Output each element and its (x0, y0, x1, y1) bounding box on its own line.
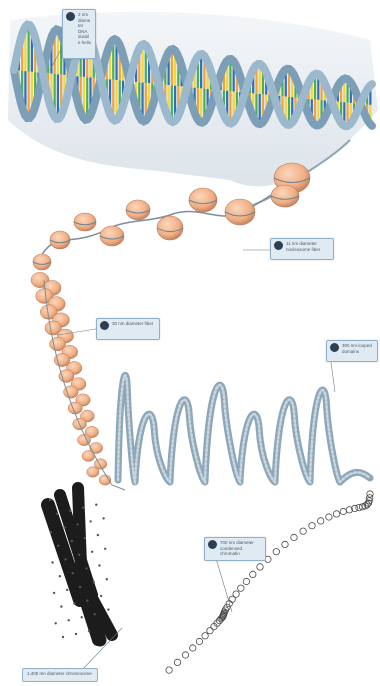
chromosome-texture (82, 507, 84, 509)
nucleosome (100, 226, 124, 246)
chromatin-coil (340, 508, 346, 514)
chromosome-texture (66, 589, 68, 591)
number-badge (274, 241, 283, 250)
nucleosome (33, 254, 51, 270)
chromosome-texture (86, 599, 88, 601)
chromosome-texture (79, 586, 81, 588)
callout-text: 2 nm diameter DNA double helix (78, 12, 91, 45)
chromatin-coil (300, 528, 306, 534)
chromatin-coil (166, 667, 172, 673)
chromosome-texture (94, 613, 96, 615)
chromatin-coil (257, 564, 263, 570)
looped-domains (118, 375, 370, 482)
condensed-chromatin (166, 491, 373, 674)
chromosome-texture (98, 564, 100, 566)
chromosome-texture (102, 517, 104, 519)
nucleosome (189, 188, 217, 212)
callout-nucleosome-fiber: 11 nm diameter nucleosome fiber (270, 238, 334, 260)
chromatin-coil (238, 585, 244, 591)
number-badge (208, 540, 217, 549)
chromosome-texture (88, 630, 90, 632)
chromatin-coil (250, 571, 256, 577)
chromosome-texture (64, 558, 66, 560)
chromosome-texture (50, 531, 52, 533)
nucleosome (271, 185, 299, 207)
chromatin-coil (174, 659, 180, 665)
chromatin-coil (190, 645, 196, 651)
nucleosome (225, 199, 255, 225)
chromatin-coil (282, 541, 288, 547)
chromosome-texture (106, 578, 108, 580)
callout-dna-helix: 2 nm diameter DNA double helix (62, 9, 96, 59)
chromatin-coil (226, 601, 232, 607)
chromatin-coil (333, 511, 339, 517)
chromosome-texture (95, 504, 97, 506)
chromatin-coil (182, 652, 188, 658)
chromosome-texture (100, 595, 102, 597)
chromatin-coil (207, 628, 213, 634)
chromosome-texture (91, 551, 93, 553)
number-badge (330, 343, 339, 352)
callout-text: 11 nm diameter nucleosome fiber (286, 241, 329, 252)
chromosome-texture (51, 561, 53, 563)
chromosome-label: 1,400 nm diameter chromosome (22, 668, 98, 682)
callout-text: 700 nm diameter condensed chromatin (220, 540, 261, 557)
chromatin-coil (243, 578, 249, 584)
fiber-nucleosome (68, 402, 82, 414)
chromatin-coil (229, 596, 235, 602)
chromatid-arm (78, 488, 82, 590)
callout-text: 30 nm diameter fiber (112, 321, 153, 327)
chromatin-coil (273, 549, 279, 555)
chromosome-texture (81, 616, 83, 618)
chromosome-texture (57, 545, 59, 547)
chromosome-texture (59, 575, 61, 577)
callout-looped-domains: 300 nm looped domains (326, 340, 378, 362)
fiber-nucleosome (87, 467, 99, 477)
number-badge (66, 12, 75, 21)
chromosome-texture (93, 581, 95, 583)
chromatin-coil (309, 523, 315, 529)
callout-condensed-chromatin: 700 nm diameter condensed chromatin (204, 537, 266, 561)
chromosome-texture (53, 592, 55, 594)
chromosome-texture (49, 499, 51, 501)
chromosome-texture (107, 608, 109, 610)
chromosome-texture (60, 605, 62, 607)
chromosome-texture (68, 619, 70, 621)
chromosome-texture (89, 520, 91, 522)
thirty-nm-fiber (31, 272, 125, 490)
callout-30nm-fiber: 30 nm diameter fiber (96, 318, 160, 340)
chromosome-texture (78, 554, 80, 556)
chromosome-texture (73, 602, 75, 604)
chromatin-coil (318, 518, 324, 524)
nucleosome (50, 231, 70, 249)
chromatin-coil (202, 633, 208, 639)
chromosome-texture (62, 636, 64, 638)
chromosome-texture (55, 622, 57, 624)
chromosome-texture (72, 572, 74, 574)
chromosome-texture (63, 526, 65, 528)
chromosome (48, 488, 112, 640)
nucleosome (157, 216, 183, 240)
chromosome-texture (76, 523, 78, 525)
chromosome-texture (85, 567, 87, 569)
chromosome-texture (71, 540, 73, 542)
callout-text: 300 nm looped domains (342, 343, 373, 354)
chromatin-coil (196, 638, 202, 644)
chromosome-texture (75, 633, 77, 635)
chromosome-texture (69, 510, 71, 512)
number-badge (100, 321, 109, 330)
chromatin-coil (291, 534, 297, 540)
chromosome-texture (104, 548, 106, 550)
chromatin-coil (326, 514, 332, 520)
chromosome-texture (97, 534, 99, 536)
chromosome-texture (84, 537, 86, 539)
nucleosome (74, 213, 96, 231)
chromosome-texture (56, 513, 58, 515)
nucleosome (126, 200, 150, 220)
